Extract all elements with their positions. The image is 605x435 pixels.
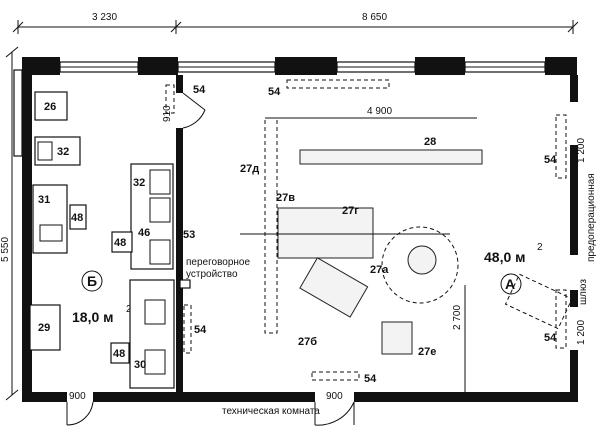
door-room-b — [66, 401, 94, 426]
item-27d-column — [264, 117, 278, 334]
item-54-mid-left — [183, 304, 192, 354]
label-29: 29 — [38, 322, 50, 334]
dim-2700: 2 700 — [452, 305, 463, 330]
dim-4900: 4 900 — [367, 106, 392, 117]
label-48-b: 48 — [114, 237, 126, 249]
room-b-area: 18,0 м — [72, 309, 114, 325]
label-46: 46 — [138, 227, 150, 239]
item-48-stool-c — [110, 342, 130, 364]
item-27e-unit — [381, 321, 413, 355]
item-54-bottom — [311, 371, 360, 381]
label-27b: 27б — [298, 336, 317, 348]
item-28-rail — [299, 149, 483, 165]
item-29-cabinet — [29, 304, 61, 351]
door-tech-room — [314, 401, 355, 426]
label-27e: 27е — [418, 346, 436, 358]
label-54-top-left: 54 — [193, 84, 206, 96]
item-54-right-top — [555, 114, 567, 179]
item-54-top-left — [165, 84, 175, 114]
dim-door-left: 900 — [69, 391, 86, 402]
intercom-device — [179, 279, 191, 289]
dim-door-bottom: 900 — [326, 391, 343, 402]
label-28: 28 — [424, 136, 436, 148]
item-26-cabinet — [34, 91, 68, 121]
top-dimension-line — [12, 20, 579, 34]
item-54-top — [286, 79, 390, 89]
intercom-label-line1: переговорное — [186, 257, 250, 268]
sluice-label: шлюз — [578, 279, 589, 305]
label-48-a: 48 — [71, 212, 83, 224]
room-a-area: 48,0 м — [484, 249, 526, 265]
item-30-bench — [129, 279, 175, 389]
item-54-right-bottom — [555, 289, 567, 349]
label-27v: 27в — [276, 192, 295, 204]
label-26: 26 — [44, 101, 56, 113]
room-b-letter: Б — [87, 273, 97, 289]
room-a-letter: А — [505, 276, 515, 292]
item-27v-table — [277, 207, 374, 259]
door-inner — [182, 92, 206, 129]
label-31: 31 — [38, 194, 50, 206]
label-32-right: 32 — [133, 177, 145, 189]
item-27a-c-arm-path — [381, 226, 459, 304]
room-a-area-sup: 2 — [537, 242, 543, 253]
label-54-right-top: 54 — [544, 154, 557, 166]
dim-910: 910 — [162, 105, 173, 122]
label-48-c: 48 — [113, 348, 125, 360]
item-27a-detector — [407, 245, 437, 275]
item-31-bed — [32, 184, 68, 254]
item-48-stool — [69, 204, 87, 230]
left-dimension-line — [5, 46, 19, 401]
label-54-right-bottom: 54 — [544, 332, 557, 344]
dim-top-right: 8 650 — [362, 12, 387, 23]
item-48-stool-b — [111, 231, 133, 253]
room-b-area-sup: 2 — [126, 304, 132, 315]
tech-room-label: техническая комната — [222, 406, 320, 417]
windows — [13, 61, 546, 157]
label-27d: 27д — [240, 163, 259, 175]
label-54-bottom: 54 — [364, 373, 377, 385]
label-27a: 27а — [370, 264, 389, 276]
item-46-console — [130, 163, 174, 270]
preop-label: предоперационная — [586, 173, 597, 262]
label-54-mid-left: 54 — [194, 324, 207, 336]
dim-right-1200-top: 1 200 — [576, 138, 587, 163]
item-54-outline-right — [504, 273, 573, 330]
label-54-top: 54 — [268, 86, 281, 98]
dim-top-left: 3 230 — [92, 12, 117, 23]
item-27b-console — [299, 257, 369, 318]
label-27g: 27г — [342, 205, 359, 217]
dim-left-height: 5 550 — [0, 237, 11, 262]
label-32-left: 32 — [57, 146, 69, 158]
label-53: 53 — [183, 229, 195, 241]
label-30: 30 — [134, 359, 146, 371]
outer-walls — [22, 57, 578, 402]
intercom-label-line2: устройство — [186, 269, 238, 280]
dim-right-1200-bottom: 1 200 — [576, 320, 587, 345]
